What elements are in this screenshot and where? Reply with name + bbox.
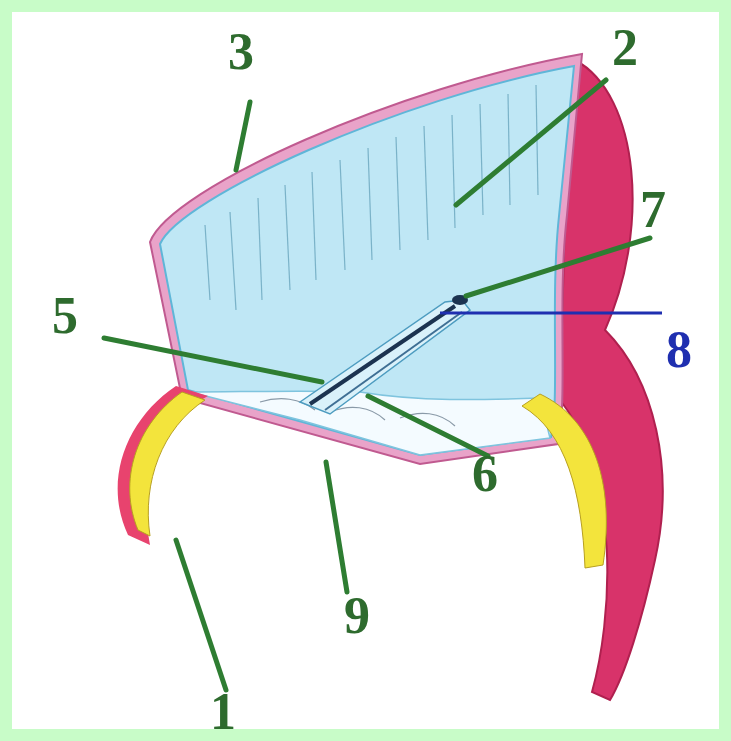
- callout-number: 6: [472, 448, 498, 500]
- callout-number: 2: [612, 22, 638, 74]
- callout-number: 9: [344, 590, 370, 642]
- leader-lines: [104, 80, 650, 690]
- callout-number: 8: [666, 324, 692, 376]
- leader-line: [440, 312, 662, 315]
- callout-number: 1: [210, 686, 236, 738]
- callout-number: 7: [640, 184, 666, 236]
- callout-number: 5: [52, 290, 78, 342]
- callout-number: 3: [228, 26, 254, 78]
